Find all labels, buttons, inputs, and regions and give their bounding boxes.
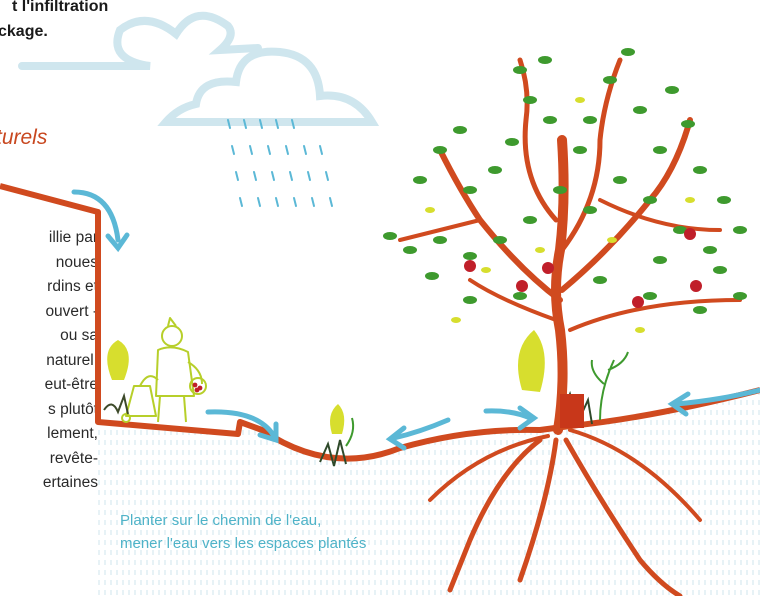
cloud-icon [22, 16, 372, 122]
gardener-icon [122, 318, 206, 422]
rain-icon [228, 120, 332, 206]
plant-icon [104, 340, 129, 414]
caption-line-1: Planter sur le chemin de l'eau, [120, 509, 366, 532]
trunk-base [560, 394, 584, 428]
caption-line-2: mener l'eau vers les espaces plantés [120, 532, 366, 555]
caption: Planter sur le chemin de l'eau, mener l'… [120, 509, 366, 555]
arrow-icon [74, 192, 760, 448]
